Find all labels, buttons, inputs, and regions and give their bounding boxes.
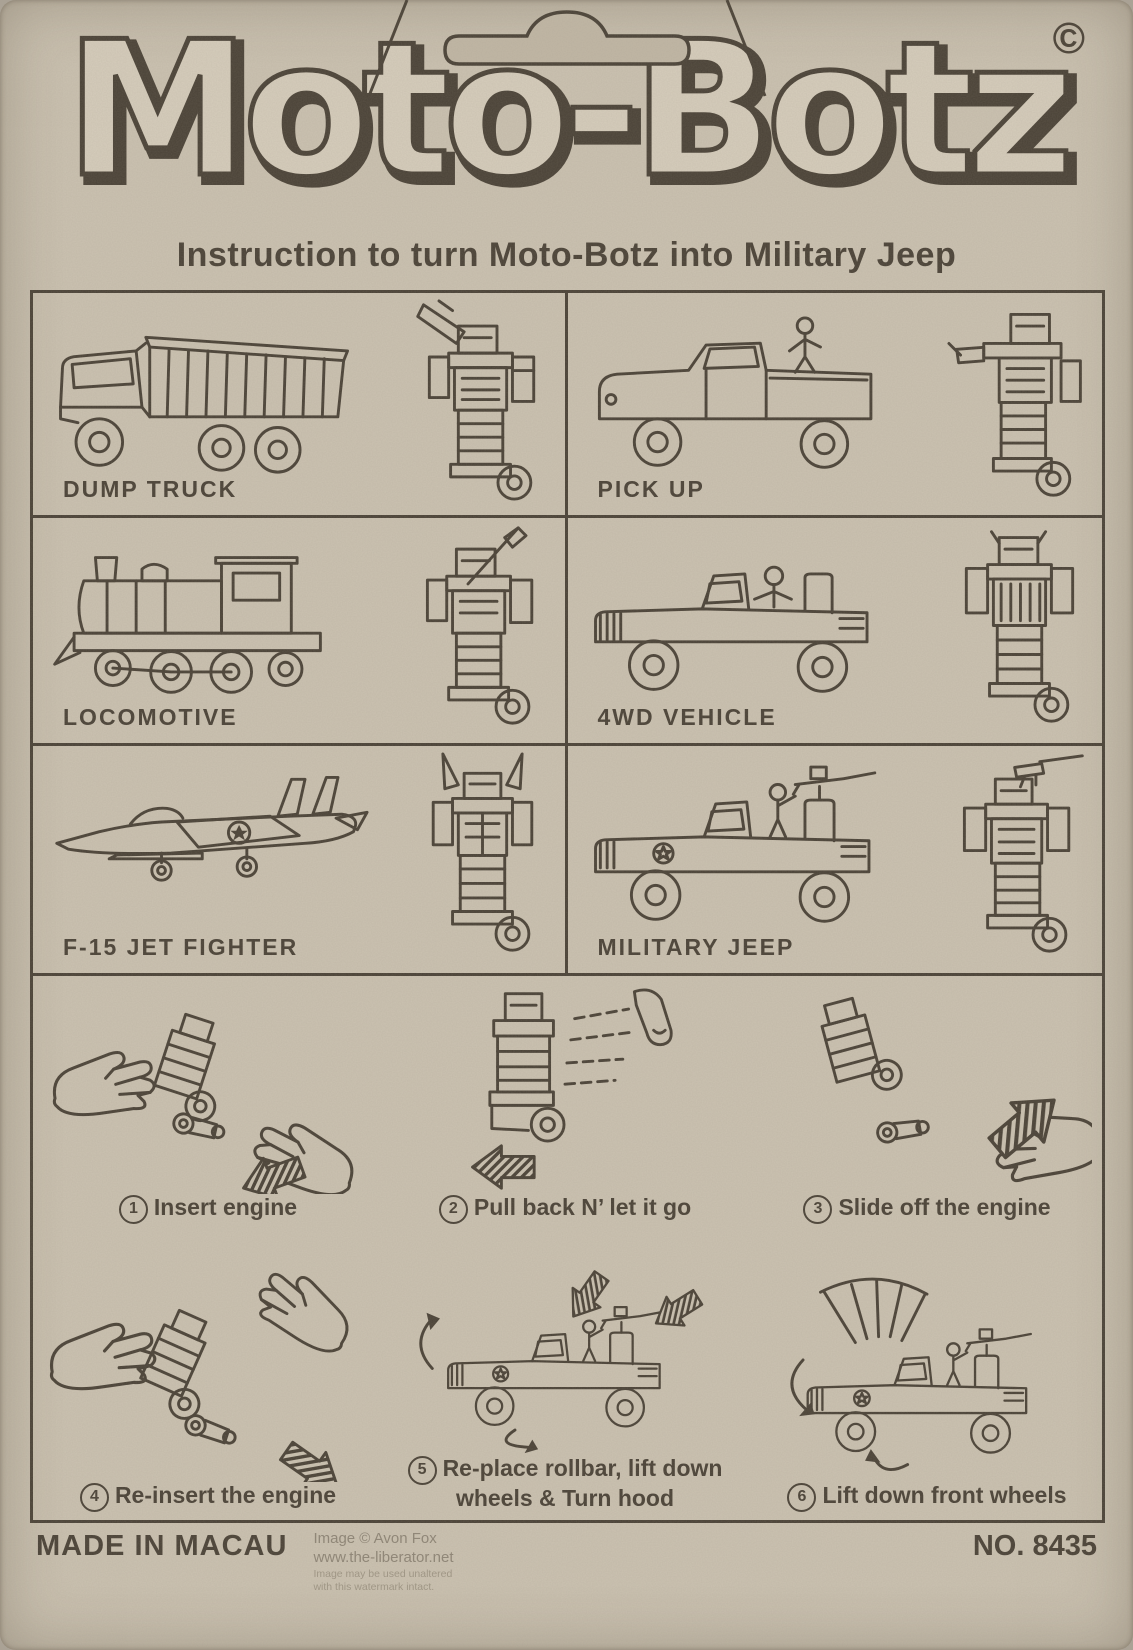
watermark: Image © Avon Fox www.the-liberator.net I… — [313, 1530, 453, 1594]
step-4-number: 4 — [79, 1483, 109, 1512]
panel-label-military-jeep: MILITARY JEEP — [597, 934, 795, 960]
step-4-illustration — [49, 1261, 363, 1482]
instruction-panels: DUMP TRUCK — [30, 290, 1105, 1523]
4wd-robot-illustration — [964, 530, 1075, 723]
step-5-label: Re-place rollbar, lift down wheels & Tur… — [442, 1454, 723, 1511]
panel-f15-jet-fighter: F-15 JET FIGHTER — [33, 746, 568, 973]
panel-label-dump-truck: DUMP TRUCK — [63, 476, 238, 502]
panel-label-pick-up: PICK UP — [597, 476, 705, 502]
military-jeep-illustration — [593, 765, 876, 923]
pick-up-illustration — [597, 316, 872, 469]
watermark-line-1: Image © Avon Fox — [313, 1530, 437, 1547]
copyright-mark: © — [1052, 14, 1085, 63]
step-6-label: Lift down front wheels — [822, 1482, 1067, 1508]
step-5-number: 5 — [407, 1455, 437, 1485]
panel-label-f15-jet-fighter: F-15 JET FIGHTER — [63, 934, 299, 960]
locomotive-illustration — [53, 556, 322, 694]
f15-robot-illustration — [431, 752, 533, 952]
panel-military-jeep: MILITARY JEEP — [568, 746, 1103, 973]
step-5-illustration — [419, 1265, 708, 1453]
step-2-number: 2 — [438, 1195, 468, 1224]
step-2-illustration — [471, 988, 673, 1190]
panel-dump-truck: DUMP TRUCK — [33, 293, 568, 515]
panel-label-4wd-vehicle: 4WD VEHICLE — [597, 704, 777, 730]
military-jeep-robot-illustration — [962, 754, 1084, 953]
locomotive-robot-illustration — [425, 526, 533, 725]
step-4-label: Re-insert the engine — [114, 1482, 337, 1508]
panel-locomotive: LOCOMOTIVE — [33, 518, 568, 743]
pick-up-robot-illustration — [947, 313, 1082, 497]
watermark-line-2: www.the-liberator.net — [313, 1548, 454, 1566]
step-3-number: 3 — [803, 1195, 833, 1224]
dump-truck-illustration — [59, 335, 349, 474]
step-1-illustration — [52, 1010, 362, 1194]
vehicle-row-1: DUMP TRUCK — [33, 293, 1102, 518]
vehicle-row-2: LOCOMOTIVE — [33, 518, 1102, 746]
vehicle-row-3: F-15 JET FIGHTER — [33, 746, 1102, 976]
panel-label-locomotive: LOCOMOTIVE — [63, 704, 238, 730]
step-3-illustration — [815, 989, 1092, 1193]
step-6-illustration — [790, 1277, 1032, 1472]
step-6-number: 6 — [787, 1483, 817, 1512]
watermark-line-4: with this watermark intact. — [313, 1580, 435, 1593]
f15-jet-illustration — [55, 775, 369, 882]
panel-4wd-vehicle: 4WD VEHICLE — [568, 518, 1103, 743]
footer: MADE IN MACAU Image © Avon Fox www.the-l… — [36, 1530, 1097, 1594]
step-1-label: Insert engine — [153, 1194, 298, 1220]
made-in-text: MADE IN MACAU — [36, 1530, 288, 1562]
4wd-vehicle-illustration — [593, 565, 868, 693]
step-2-label: Pull back N’ let it go — [473, 1194, 692, 1220]
step-3-label: Slide off the engine — [838, 1194, 1051, 1220]
subtitle: Instruction to turn Moto-Botz into Milit… — [176, 236, 957, 274]
model-number: NO. 8435 — [972, 1530, 1097, 1562]
panel-pick-up: PICK UP — [568, 293, 1103, 515]
step-1-number: 1 — [118, 1195, 148, 1224]
hang-tab-cutout — [367, 0, 766, 97]
dump-truck-robot-illustration — [415, 299, 535, 501]
watermark-line-3: Image may be used unaltered — [313, 1567, 453, 1580]
